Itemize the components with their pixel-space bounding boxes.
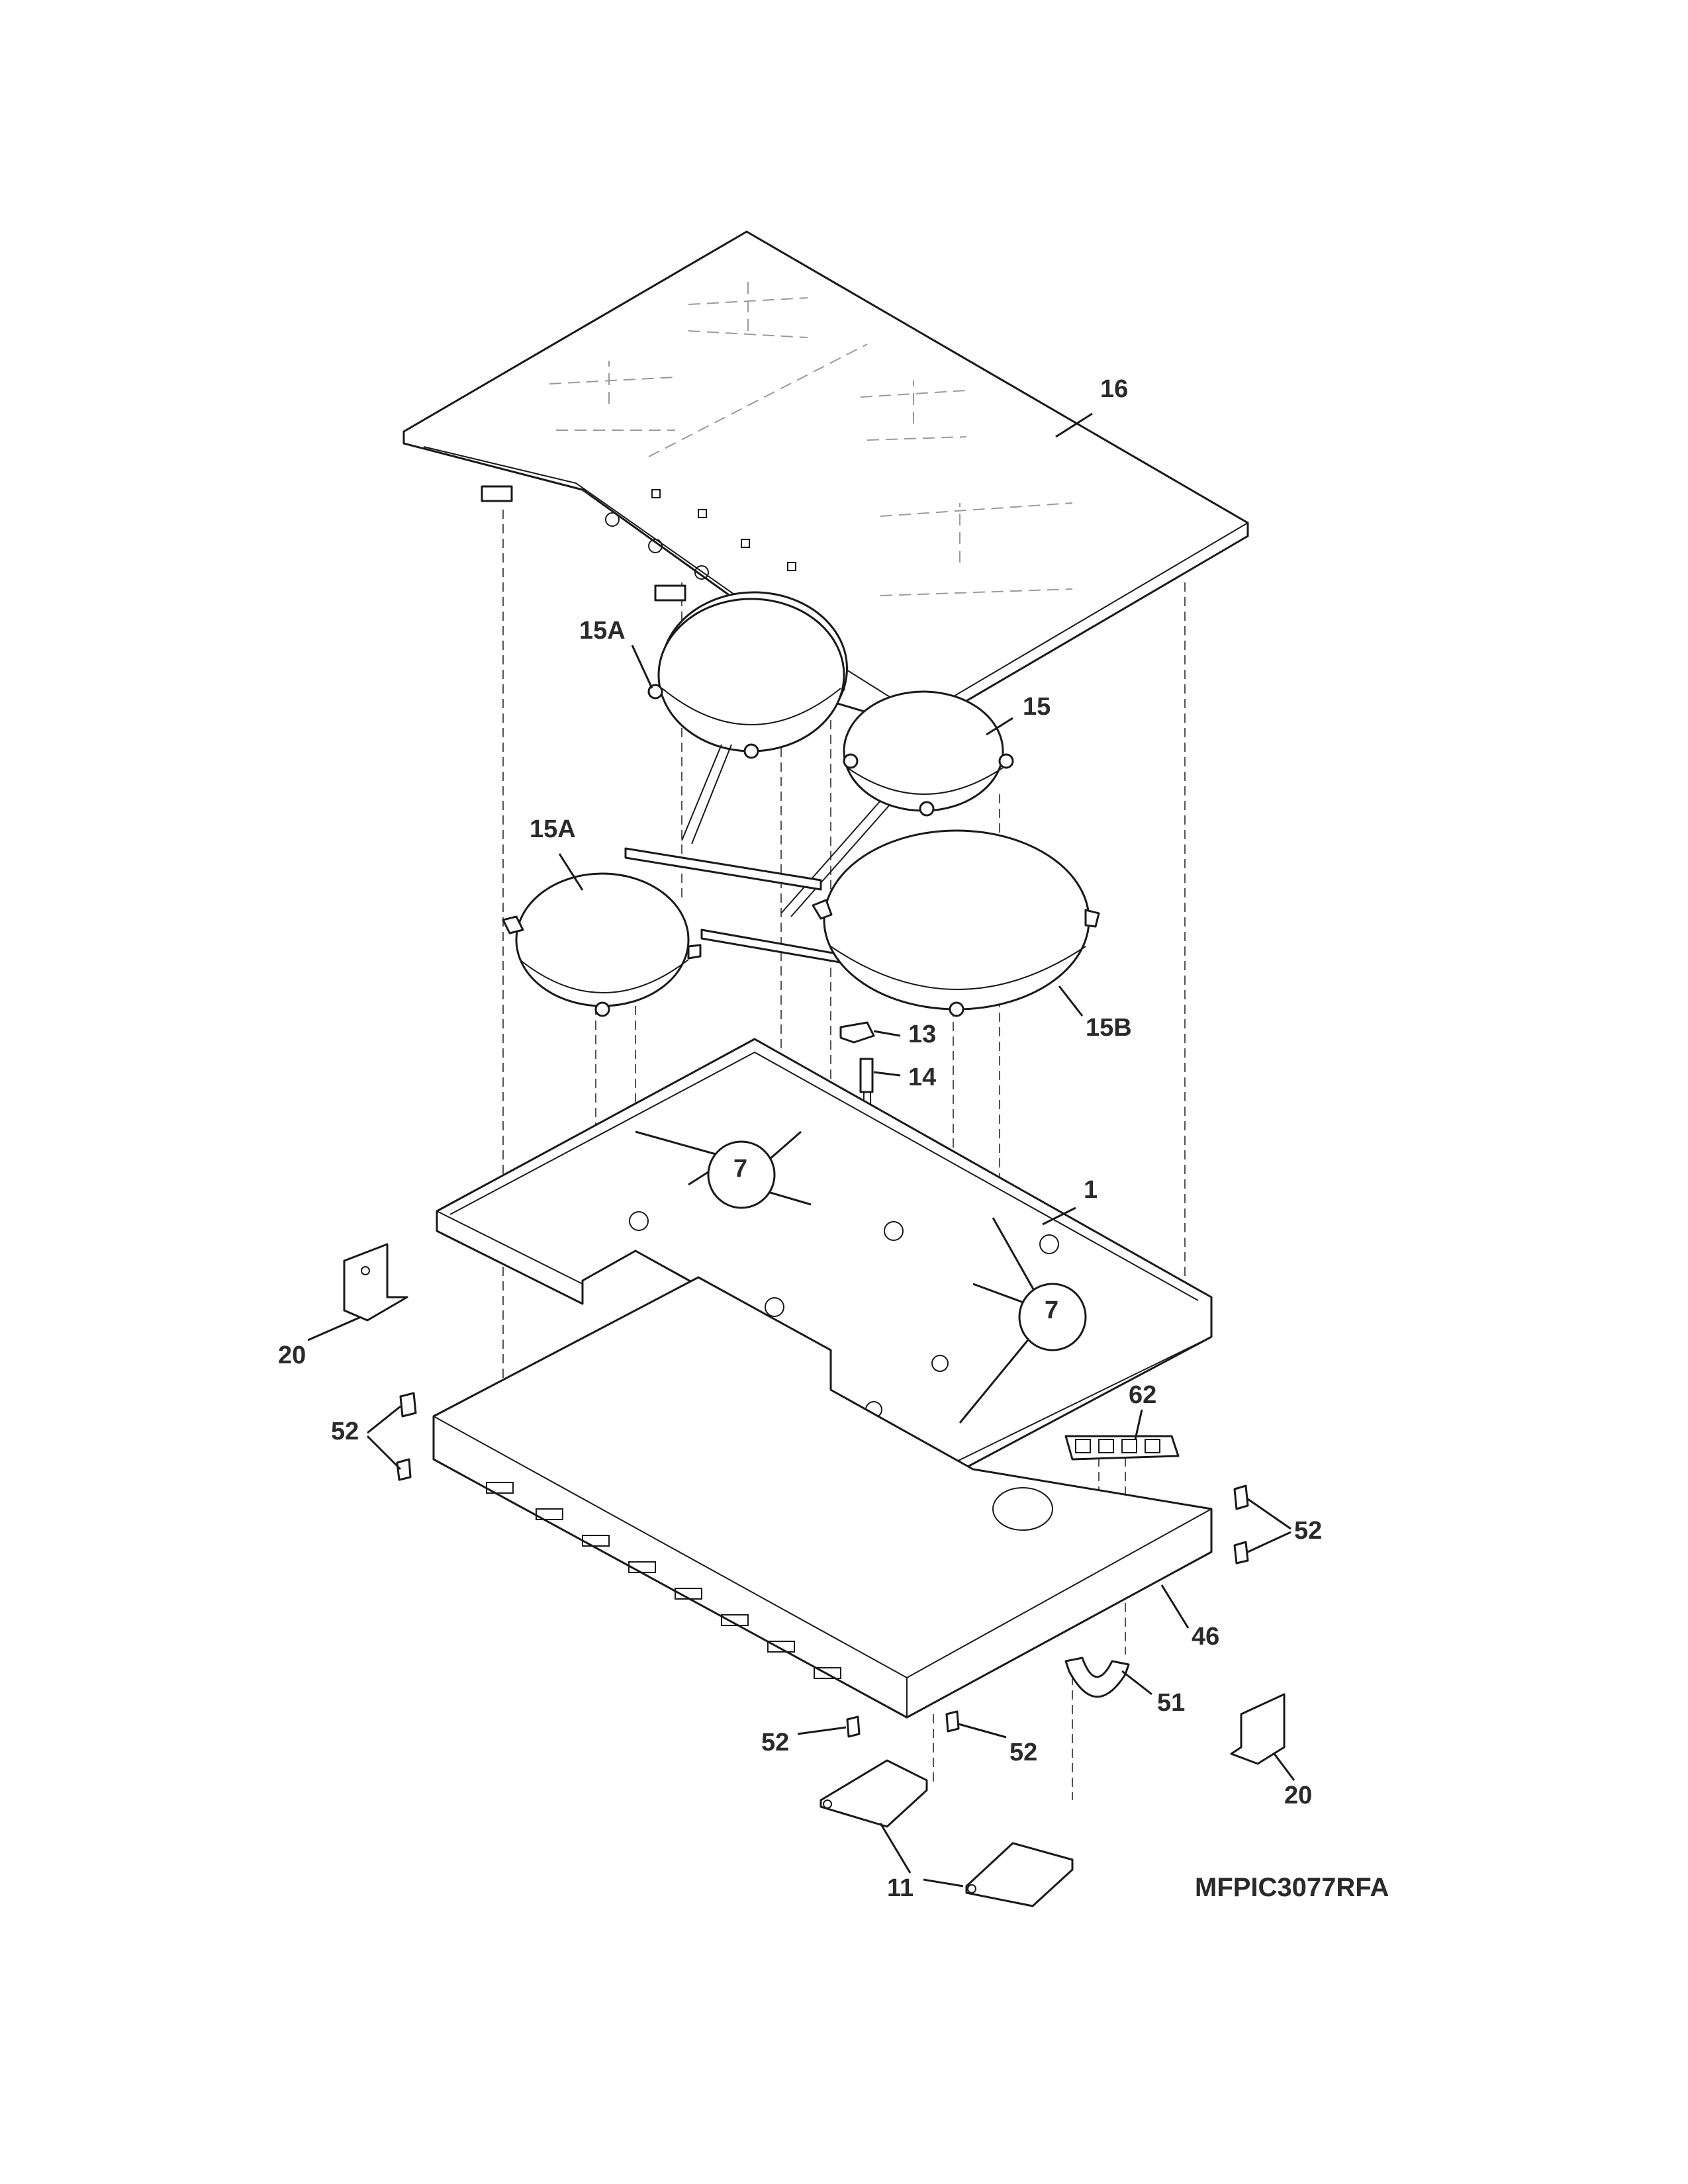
- callout-51: 51: [1157, 1689, 1185, 1717]
- model-code: MFPIC3077RFA: [1195, 1873, 1389, 1902]
- heating-element-15a-top[interactable]: [647, 591, 848, 844]
- callout-52-left: 52: [331, 1418, 359, 1445]
- callout-62: 62: [1129, 1381, 1156, 1409]
- terminal-block[interactable]: [1064, 1435, 1180, 1461]
- cable-clamp[interactable]: [1064, 1657, 1130, 1698]
- callout-46: 46: [1192, 1623, 1219, 1651]
- spring-clips[interactable]: [396, 1392, 1249, 1738]
- mounting-bracket-lower[interactable]: [965, 1842, 1074, 1907]
- callout-52-bottom-right: 52: [1009, 1739, 1037, 1766]
- callout-20-left: 20: [278, 1342, 306, 1369]
- sensor-bracket[interactable]: [839, 1021, 875, 1044]
- callout-15b: 15B: [1086, 1014, 1132, 1042]
- callout-16: 16: [1100, 375, 1128, 403]
- side-bracket-right[interactable]: [1230, 1693, 1286, 1765]
- callout-20-right: 20: [1284, 1782, 1312, 1809]
- side-bracket-left[interactable]: [343, 1243, 408, 1322]
- heating-element-15a-left[interactable]: [502, 872, 702, 1017]
- mounting-bracket-upper[interactable]: [820, 1759, 928, 1828]
- heating-element-15b[interactable]: [812, 829, 1100, 1017]
- callout-labels: 16 15A 15 15A 15B 13 14 7 1 7 20 52 62 5…: [278, 375, 1322, 1902]
- wire-harness-bar: [624, 847, 872, 969]
- callout-13: 13: [908, 1021, 936, 1048]
- housing-vents: [486, 1482, 841, 1679]
- callout-7-right: 7: [1045, 1297, 1058, 1324]
- leader-lines: [307, 412, 1295, 1888]
- lower-housing[interactable]: [432, 1276, 1213, 1719]
- heating-element-15[interactable]: [780, 690, 1014, 917]
- callout-15a-left: 15A: [530, 815, 576, 843]
- callout-15a-top: 15A: [579, 617, 626, 645]
- callout-15: 15: [1023, 693, 1051, 721]
- callout-7-left: 7: [733, 1155, 747, 1183]
- callout-1: 1: [1084, 1176, 1098, 1204]
- callout-11: 11: [887, 1874, 914, 1902]
- callout-52-bottom-left: 52: [761, 1729, 789, 1756]
- callout-14: 14: [908, 1064, 936, 1091]
- callout-52-right: 52: [1294, 1517, 1322, 1545]
